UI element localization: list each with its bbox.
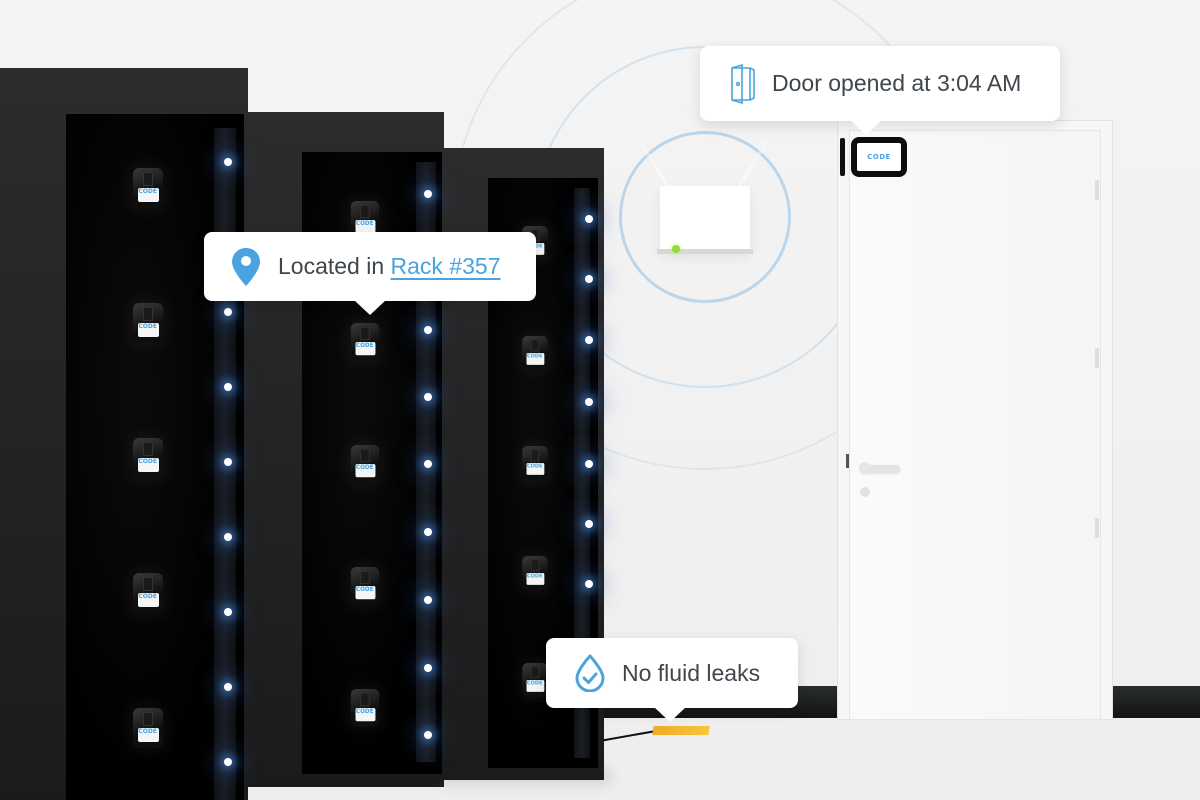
asset-tag: CODE (350, 567, 380, 605)
rack-led (224, 383, 232, 391)
rack-led (224, 683, 232, 691)
location-prefix: Located in (278, 253, 391, 279)
door-latch (846, 454, 849, 468)
rack-led (424, 664, 432, 672)
leak-sensor (652, 726, 710, 735)
rack-led (424, 528, 432, 536)
door-event-callout: Door opened at 3:04 AM (700, 46, 1060, 135)
rack-led (224, 758, 232, 766)
asset-tag: CODE (522, 336, 548, 370)
wifi-gateway (657, 186, 753, 254)
wifi-signal-ring-inner (619, 131, 791, 303)
door-hinge (1095, 518, 1099, 538)
server-rack-1 (0, 68, 248, 800)
asset-tag: CODE (350, 445, 380, 483)
asset-tag: CODE (350, 689, 380, 727)
rack-led (224, 308, 232, 316)
door-keyhole (860, 487, 870, 497)
door-hinge (1095, 180, 1099, 200)
rack-led (424, 596, 432, 604)
location-callout: Located in Rack #357 (204, 232, 536, 315)
asset-tag: CODE (133, 708, 163, 748)
router-status-led (672, 245, 680, 253)
rack-led (585, 336, 593, 344)
leak-status-text: No fluid leaks (622, 659, 761, 686)
rack-link[interactable]: Rack #357 (390, 253, 501, 279)
door (849, 130, 1101, 720)
rack-led (585, 398, 593, 406)
leak-status-callout: No fluid leaks (546, 638, 798, 722)
rack-led (224, 608, 232, 616)
rack-led (424, 326, 432, 334)
asset-tag: CODE (133, 168, 163, 208)
door-sensor: CODE (851, 137, 907, 177)
rack-led (585, 520, 593, 528)
asset-tag: CODE (522, 446, 548, 480)
asset-tag: CODE (522, 556, 548, 590)
water-drop-check-icon (572, 654, 608, 692)
rack-led (224, 458, 232, 466)
asset-tag: CODE (350, 323, 380, 361)
door-handle-rose (859, 462, 871, 474)
asset-tag: CODE (133, 303, 163, 343)
door-sensor-label: CODE (857, 143, 901, 171)
asset-tag: CODE (133, 573, 163, 613)
door-hinge (1095, 348, 1099, 368)
rack-led (585, 215, 593, 223)
door-sensor-magnet (840, 138, 845, 176)
rack-led (224, 533, 232, 541)
asset-tag: CODE (133, 438, 163, 478)
rack-led (424, 393, 432, 401)
rack-led (585, 460, 593, 468)
rack-led (424, 460, 432, 468)
asset-tag: CODE (522, 663, 548, 697)
rack-led (585, 275, 593, 283)
door-open-icon (728, 63, 758, 104)
server-rack-2 (248, 112, 444, 787)
rack-led (585, 580, 593, 588)
rack-led (224, 158, 232, 166)
baseboard (1112, 686, 1200, 718)
door-event-text: Door opened at 3:04 AM (772, 70, 1022, 96)
rack-led (424, 190, 432, 198)
map-pin-icon (230, 247, 262, 286)
door-handle (860, 465, 900, 473)
rack-led (424, 731, 432, 739)
